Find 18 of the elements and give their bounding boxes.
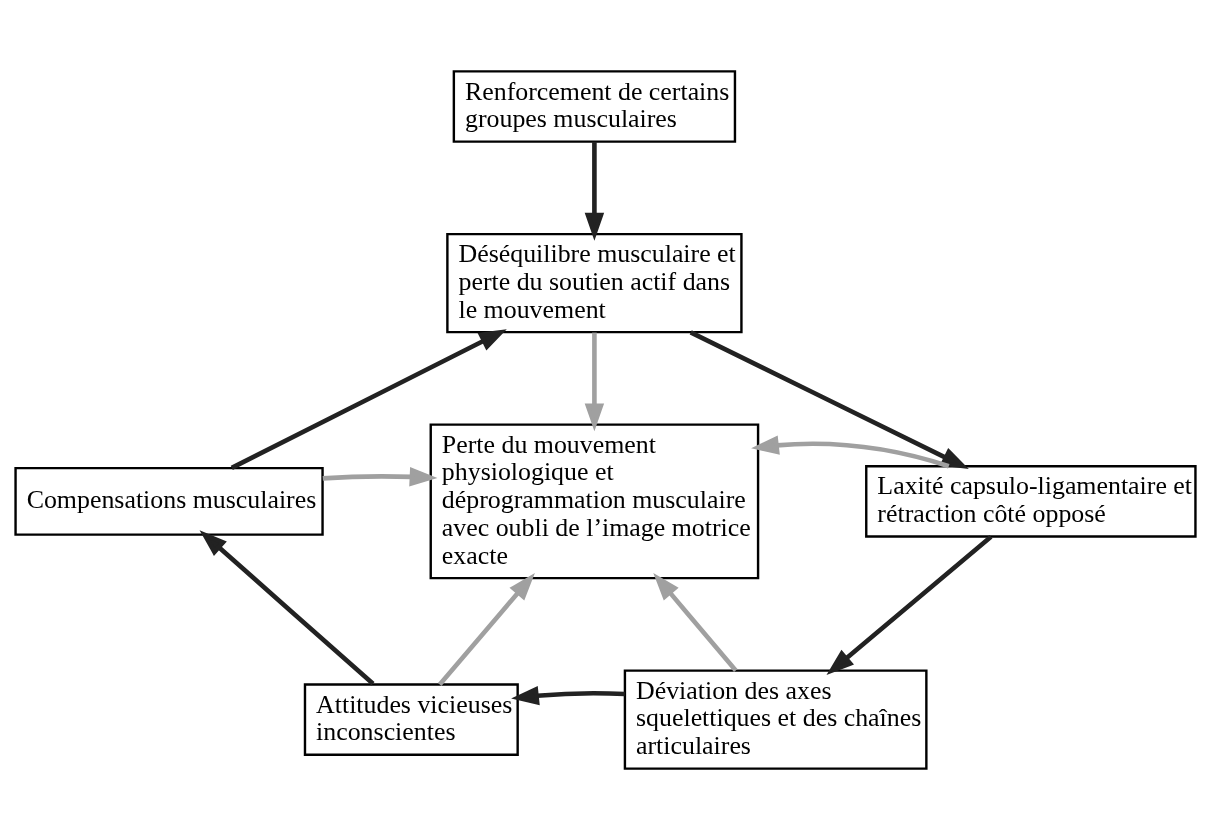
arrow — [322, 467, 438, 487]
node-box: Perte du mouvement physiologique et déprogrammation musculaire avec oubli de l’image motrice exacte — [429, 423, 760, 580]
node-box: Compensations musculaires — [14, 466, 324, 536]
arrow — [653, 572, 738, 673]
arrow — [689, 330, 969, 470]
arrow — [826, 534, 993, 676]
arrow — [438, 572, 535, 686]
arrow — [199, 530, 375, 686]
arrow — [584, 332, 605, 432]
arrow — [751, 435, 950, 469]
arrow — [511, 685, 625, 706]
node-box: Attitudes vicieuses inconscientes — [303, 683, 519, 756]
node-box: Renforcement de certains groupes musculaires — [452, 70, 737, 143]
arrow — [230, 329, 507, 470]
node-box: Laxité capsulo-ligamentaire et rétraction côté opposé — [865, 465, 1197, 538]
node-box: Déséquilibre musculaire et perte du soutien actif dans le mouvement — [446, 232, 743, 334]
node-box: Déviation des axes squelettiques et des chaînes articulaires — [623, 669, 928, 770]
arrow — [584, 141, 605, 241]
